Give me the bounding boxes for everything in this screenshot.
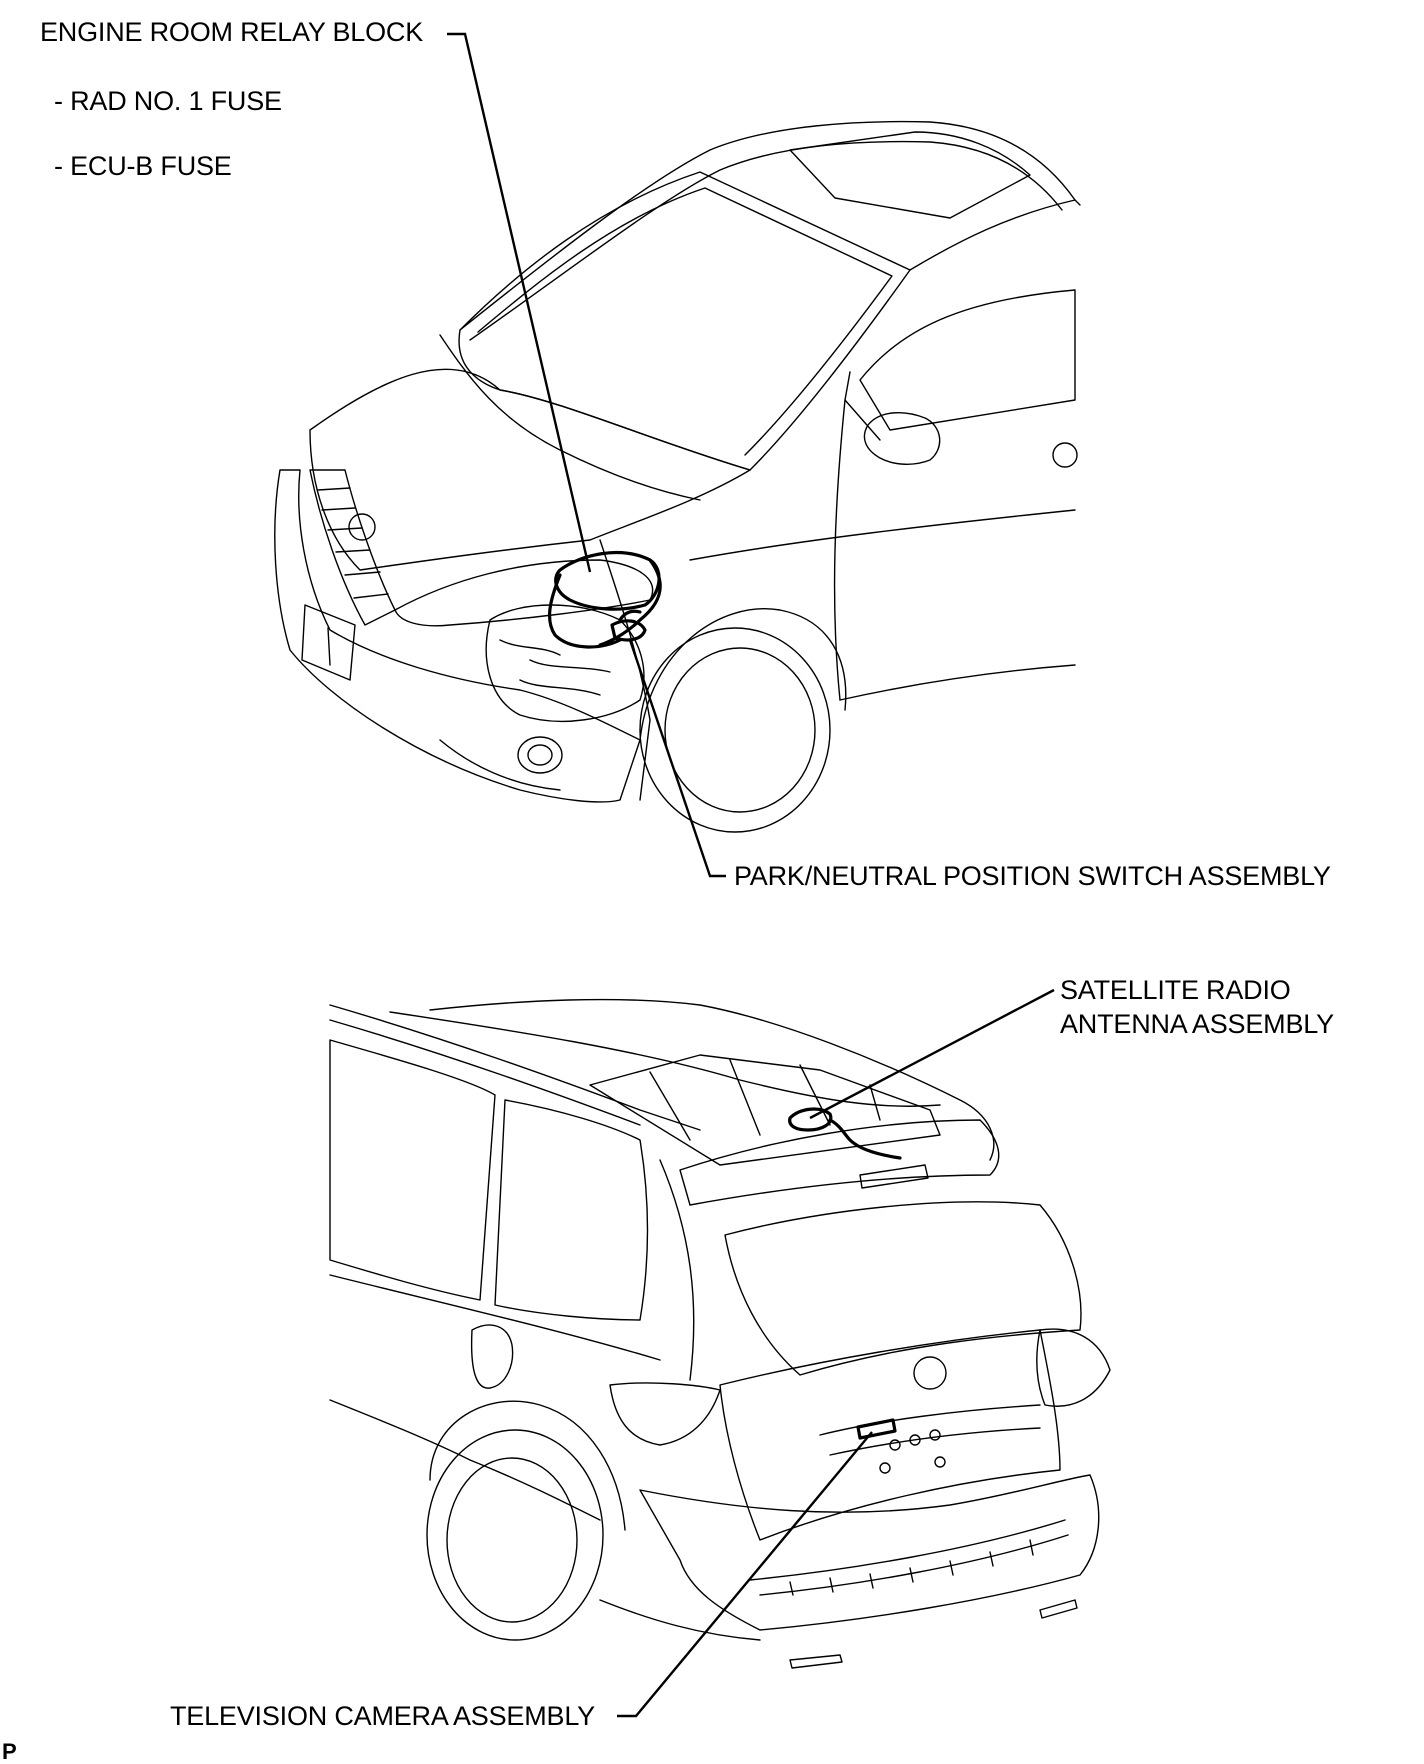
- rear-roof-ribs: [649, 1059, 881, 1141]
- front-wheel-arch: [639, 608, 847, 741]
- rear-wheel-inner: [446, 1457, 578, 1623]
- leader-television-camera: [617, 1431, 873, 1718]
- label-television-camera: TELEVISION CAMERA ASSEMBLY: [170, 1701, 595, 1731]
- front-side-mirror: [863, 411, 941, 465]
- front-emblem: [348, 513, 376, 541]
- front-side-window: [859, 289, 1076, 431]
- rear-side-belt: [329, 1274, 661, 1361]
- front-grille-bars: [317, 487, 389, 599]
- rear-tailgate: [719, 1329, 1061, 1541]
- front-engine-detail: [499, 639, 611, 696]
- front-headlight: [394, 559, 654, 627]
- rear-wheel-outer: [426, 1429, 604, 1641]
- rear-lower-body: [599, 1599, 761, 1641]
- rear-reflector: [789, 1599, 1078, 1669]
- front-lower-grille: [439, 739, 561, 791]
- park-neutral-switch-outline: [610, 619, 647, 642]
- rear-roof-rail-left-2: [329, 1019, 641, 1126]
- rear-roof-panel: [589, 1054, 941, 1166]
- rear-plate-holes: [879, 1429, 946, 1474]
- front-bumper: [274, 469, 641, 803]
- front-engine-block: [485, 604, 645, 723]
- satellite-antenna-part: [788, 1107, 902, 1160]
- park-neutral-switch-part: [610, 609, 647, 642]
- front-side-window-frame: [844, 371, 881, 441]
- park-neutral-switch-wire: [618, 609, 642, 622]
- satellite-antenna-cable: [828, 1118, 902, 1160]
- front-body-crease: [689, 509, 1076, 561]
- rear-c-pillar: [659, 1159, 695, 1381]
- front-roof-outline: [459, 120, 1081, 331]
- front-hood-crease: [439, 334, 701, 501]
- front-grille: [309, 469, 396, 626]
- label-engine-room-relay-block: ENGINE ROOM RELAY BLOCK: [40, 17, 423, 47]
- label-satellite-radio-line1: SATELLITE RADIO: [1060, 975, 1291, 1005]
- front-wheel-outer: [639, 627, 831, 833]
- front-license-plate: [301, 604, 356, 681]
- rear-stop-lamp: [859, 1164, 929, 1189]
- rear-body-side: [329, 1399, 601, 1521]
- rear-roof-outline: [429, 998, 995, 1161]
- leader-satellite-antenna: [809, 988, 1055, 1120]
- rear-emblem: [913, 1356, 947, 1390]
- label-ecu-b-fuse: - ECU-B FUSE: [54, 151, 232, 181]
- rear-fuel-door: [470, 1324, 514, 1389]
- television-camera-body: [856, 1418, 897, 1440]
- rear-bumper-step: [749, 1519, 1069, 1596]
- front-a-pillar: [909, 199, 1076, 271]
- front-vehicle-drawing: [274, 120, 1081, 833]
- rear-side-window-rear: [494, 1099, 649, 1321]
- television-camera-part: [856, 1418, 897, 1440]
- rear-wheel-arch: [429, 1400, 626, 1531]
- label-satellite-radio-line2: ANTENNA ASSEMBLY: [1060, 1009, 1334, 1039]
- rear-bumper: [639, 1474, 1100, 1631]
- front-windshield-inner: [477, 187, 893, 456]
- label-rad-no1-fuse: - RAD NO. 1 FUSE: [54, 86, 282, 116]
- corner-mark: P: [2, 1739, 17, 1764]
- leader-engine-room-relay-block: [447, 32, 592, 573]
- satellite-antenna-body: [788, 1107, 833, 1132]
- front-plate-mark: [327, 627, 331, 666]
- front-fog-lamp: [517, 736, 563, 774]
- front-door-handle: [1052, 442, 1078, 468]
- leader-lines: [447, 32, 1055, 1718]
- label-park-neutral-switch: PARK/NEUTRAL POSITION SWITCH ASSEMBLY: [734, 861, 1331, 891]
- leader-park-neutral-switch: [628, 639, 726, 878]
- front-fender: [599, 539, 651, 801]
- rear-tail-lamp-left: [609, 1382, 721, 1446]
- front-door-line: [833, 399, 846, 701]
- front-roof-inner: [469, 140, 1063, 341]
- rear-spoiler: [679, 1119, 1000, 1206]
- rear-bumper-ridges: [789, 1539, 1034, 1596]
- front-sunroof: [789, 131, 1031, 219]
- rear-side-window-front: [329, 1039, 496, 1301]
- rear-tail-lamp-right: [1036, 1328, 1111, 1407]
- rear-vehicle-drawing: [329, 998, 1111, 1669]
- front-body-side: [839, 664, 1076, 701]
- front-wheel-inner: [664, 647, 816, 813]
- relay-block-outline: [554, 551, 661, 611]
- rear-window: [724, 1201, 1082, 1376]
- front-hood: [309, 368, 751, 571]
- rear-garnish: [819, 1404, 1041, 1456]
- rear-roof-rail-left: [329, 1004, 701, 1131]
- front-fog-lamp-inner: [527, 744, 553, 766]
